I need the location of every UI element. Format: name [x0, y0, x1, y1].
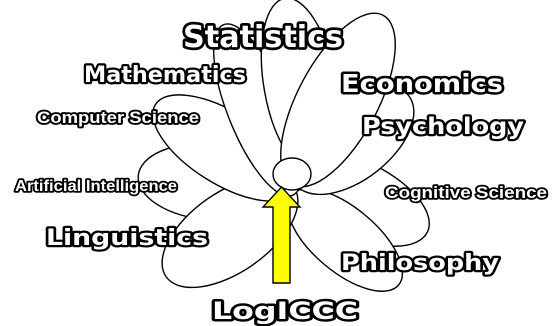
petal-labels: Statistics Mathematics Economics Compute… [13, 17, 549, 326]
label-statistics: Statistics [183, 20, 343, 55]
arrow-up-icon [261, 185, 302, 284]
petals [137, 0, 430, 292]
label-logiccc: LogICCC [212, 297, 358, 325]
label-psychology: Psychology [362, 114, 524, 140]
label-computer-science: Computer Science [37, 108, 199, 127]
label-mathematics: Mathematics [84, 63, 246, 88]
label-artificial-intelligence: Artificial Intelligence [15, 178, 177, 195]
label-linguistics: Linguistics [46, 226, 208, 251]
label-cognitive-science: Cognitive Science [385, 183, 547, 202]
label-philosophy: Philosophy [341, 251, 499, 276]
label-economics: Economics [341, 69, 503, 98]
flower-center-circle [272, 157, 312, 191]
